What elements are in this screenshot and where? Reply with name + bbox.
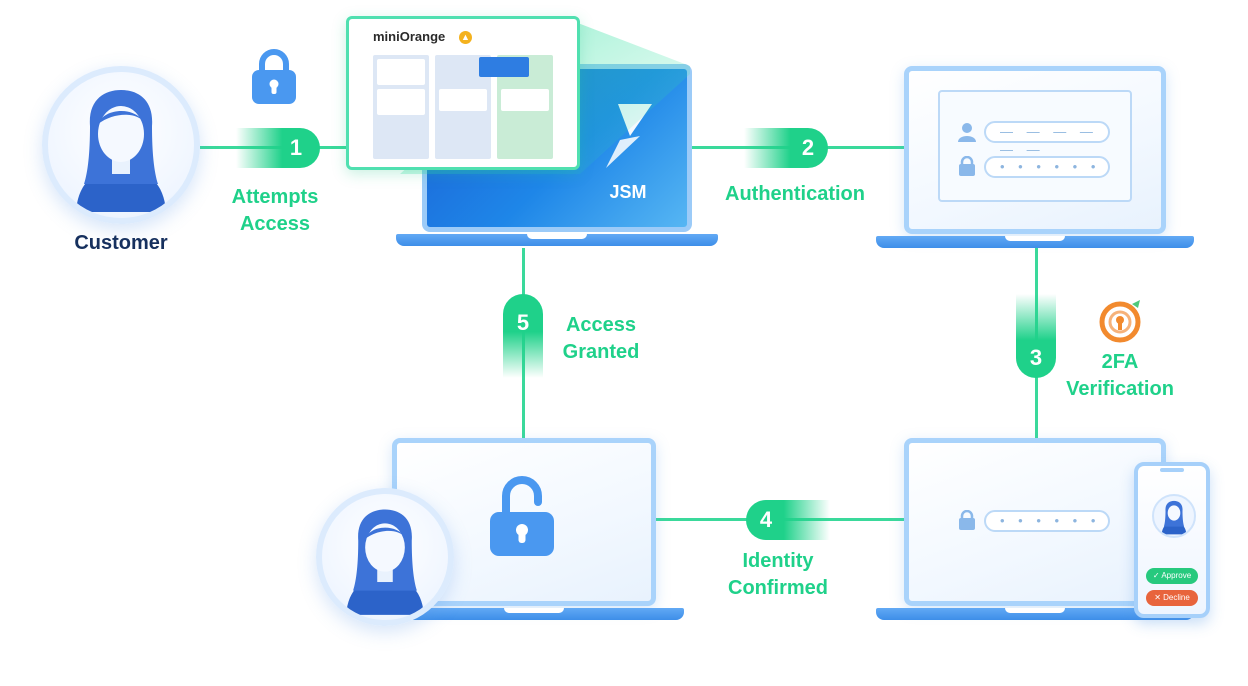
granted-user-avatar [316,488,454,626]
step-5-ribbon [503,294,543,378]
dashboard-tile [377,89,425,115]
step-4-label-line2: Confirmed [728,577,828,599]
user-icon [346,509,424,615]
lock-icon [959,156,975,176]
step-5-label-line1: Access [565,314,637,336]
check-icon: ✓ [1152,571,1160,580]
step-5-number: 5 [516,310,530,335]
lock-icon [959,510,975,530]
twofa-laptop-base [876,608,1194,620]
dashboard-column-1 [373,55,429,159]
username-field[interactable]: — — — — — — [984,121,1110,157]
dashboard-tile [377,59,425,85]
password-field[interactable]: • • • • • • [984,156,1110,178]
unlock-icon [490,476,554,556]
dashboard-tile [439,89,487,111]
jsm-label: JSM [609,182,647,202]
step-4-label: Identity Confirmed [706,548,850,602]
step-1-ribbon [236,128,320,168]
miniorange-dashboard-card: miniOrange ▲ [346,16,580,170]
user-icon [958,123,976,142]
login-form [938,90,1132,202]
user-icon [76,90,166,212]
lock-icon [252,49,296,104]
phone: ✓ Approve ✕ Decline [1134,462,1210,618]
step-4-label-line1: Identity [742,550,814,572]
approve-button[interactable]: ✓ Approve [1146,568,1198,584]
approve-label: Approve [1161,571,1192,580]
twofa-laptop: • • • • • • [876,438,1194,624]
otp-field[interactable]: • • • • • • [984,510,1110,532]
customer-avatar [42,66,200,224]
granted-laptop-base [384,608,684,620]
step-3-label-line2: Verification [1066,378,1174,400]
customer-label: Customer [74,232,168,254]
step-1-label-line2: Access [239,213,311,235]
phone-avatar [1152,494,1196,538]
jsm-laptop-base [396,234,718,246]
dashboard-tile [501,89,549,111]
user-icon [1161,500,1187,535]
step-1-label-line1: Attempts [231,186,319,208]
step-5-label: Access Granted [548,312,654,366]
miniorange-badge-icon: ▲ [459,31,472,44]
decline-label: Decline [1163,593,1190,602]
step-2-number: 2 [801,135,815,160]
step-4-ribbon [746,500,830,540]
step-4-number: 4 [759,507,773,532]
step-3-number: 3 [1029,345,1043,370]
close-icon: ✕ [1154,593,1161,602]
step-3-ribbon [1016,294,1056,378]
decline-button[interactable]: ✕ Decline [1146,590,1198,606]
step-2-label-line1: Authentication [725,183,865,205]
step-3-label-line1: 2FA [1101,351,1139,373]
dashboard-highlight-tile [479,57,529,77]
fingerprint-lock-icon [1099,300,1141,343]
auth-laptop-base [876,236,1194,248]
miniorange-logo-text: miniOrange [373,29,446,44]
auth-laptop: — — — — — — • • • • • • [876,66,1194,252]
step-1-label: Attempts Access [210,184,340,238]
step-3-label: 2FA Verification [1050,349,1190,403]
phone-notch [1160,468,1184,472]
step-1-number: 1 [289,135,303,160]
step-2-label: Authentication [700,181,890,208]
step-2-ribbon [744,128,828,168]
step-5-label-line2: Granted [562,341,640,363]
